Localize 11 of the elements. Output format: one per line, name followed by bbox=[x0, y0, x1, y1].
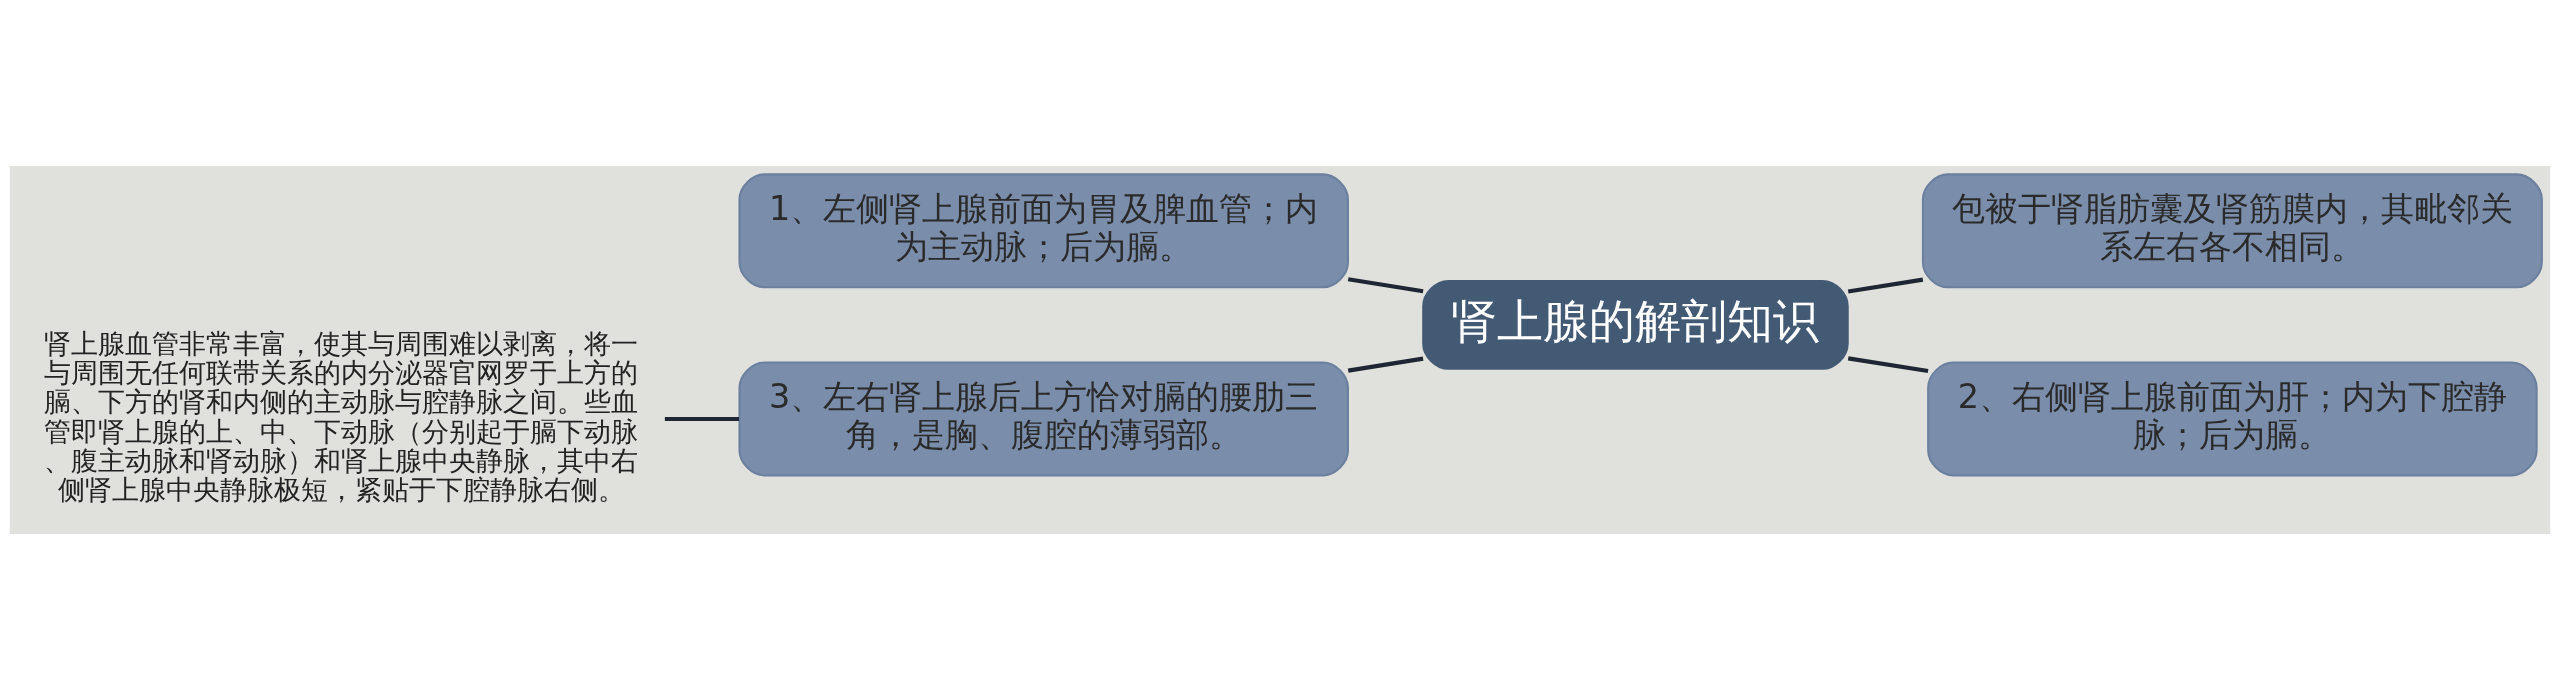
node-box: 包被于肾脂肪囊及肾筋膜内，其毗邻关系左右各不相同。 bbox=[1921, 172, 2543, 288]
connector bbox=[664, 416, 739, 421]
connector bbox=[1347, 356, 1424, 373]
connector bbox=[1347, 276, 1424, 293]
connector bbox=[1847, 277, 1924, 294]
connector bbox=[1847, 355, 1929, 373]
node-box: 肾上腺的解剖知识 bbox=[1422, 279, 1849, 370]
node-text: 肾上腺血管非常丰富，使其与周围难以剥离，将一与周围无任何联带关系的内分泌器官网罗于上方的膈、下方的肾和内侧的主动脉与腔静脉之间。些血管即肾上腺的上、中、下动脉（分别起于膈下动脉、腹主动脉和肾动脉）和肾上腺中央静脉，其中右侧肾上腺中央静脉极短，紧贴于下腔静脉右侧。 bbox=[44, 327, 639, 505]
node-box: 3、左右肾上腺后上方恰对膈的腰肋三角，是胸、腹腔的薄弱部。 bbox=[738, 361, 1349, 476]
node-box: 1、左侧肾上腺前面为胃及脾血管；内为主动脉；后为膈。 bbox=[738, 172, 1349, 288]
node-box: 2、右侧肾上腺前面为肝；内为下腔静脉；后为膈。 bbox=[1927, 361, 2538, 476]
